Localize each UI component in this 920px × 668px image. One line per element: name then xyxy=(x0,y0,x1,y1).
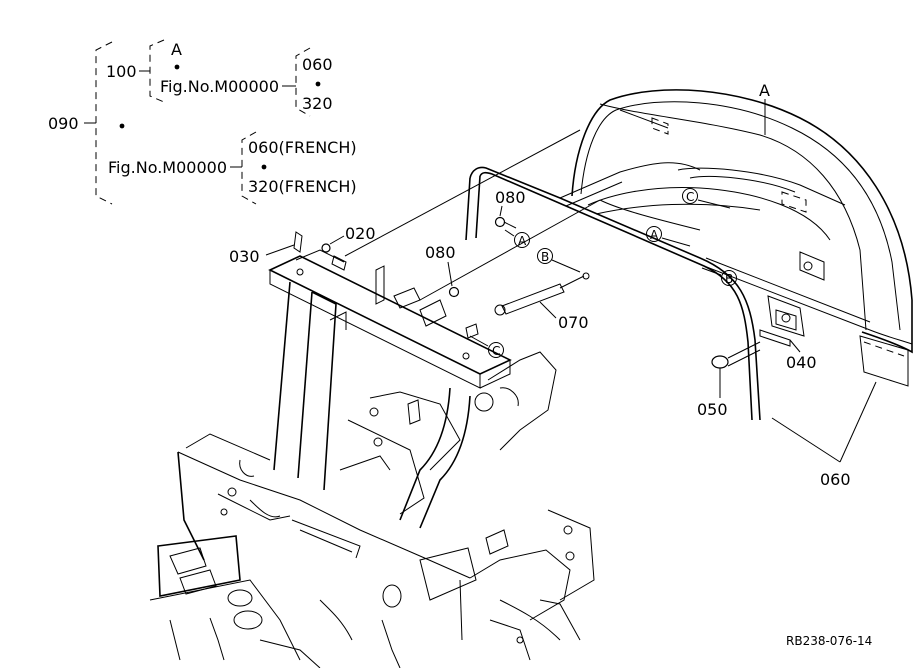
canopy-shell: A xyxy=(571,81,913,387)
part-320-french-label: 320(FRENCH) xyxy=(248,177,357,196)
callout-060: 060 xyxy=(820,470,851,489)
chassis-frame xyxy=(149,281,595,668)
bom-tree: 090 100 A Fig.No.M00000 060 320 Fig.No.M… xyxy=(48,39,357,205)
callout-080-top: 080 xyxy=(495,188,526,207)
part-320-label: 320 xyxy=(302,94,333,113)
callout-050: 050 xyxy=(697,400,728,419)
tube-frame: 060 xyxy=(465,162,913,489)
option-a-label: A xyxy=(171,40,182,59)
callout-030: 030 xyxy=(229,247,260,266)
part-060-french-label: 060(FRENCH) xyxy=(248,138,357,157)
part-090-label: 090 xyxy=(48,114,79,133)
hinge-assembly: 040 050 xyxy=(697,295,817,419)
gas-strut: 070 xyxy=(494,272,590,332)
callout-020: 020 xyxy=(345,224,376,243)
fig-ref-2: Fig.No.M00000 xyxy=(108,158,227,177)
callout-040: 040 xyxy=(786,353,817,372)
marker-a-1: A xyxy=(518,234,527,248)
cross-beam: 030 020 xyxy=(229,129,601,389)
marker-a-2: A xyxy=(650,228,659,242)
part-060-label: 060 xyxy=(302,55,333,74)
marker-c-2: C xyxy=(686,190,694,204)
nuts-080: 080 080 xyxy=(425,188,526,298)
callout-080-mid: 080 xyxy=(425,243,456,262)
reference-code: RB238-076-14 xyxy=(786,634,872,648)
fig-ref-1: Fig.No.M00000 xyxy=(160,77,279,96)
callout-070: 070 xyxy=(558,313,589,332)
circled-markers: A B C A B C xyxy=(469,188,737,358)
marker-c-1: C xyxy=(492,344,500,358)
callout-a: A xyxy=(759,81,770,100)
marker-b-2: B xyxy=(725,272,733,286)
pin-030 xyxy=(293,231,303,253)
marker-b-1: B xyxy=(541,250,549,264)
separator-dot xyxy=(119,123,125,129)
part-100-label: 100 xyxy=(106,62,137,81)
